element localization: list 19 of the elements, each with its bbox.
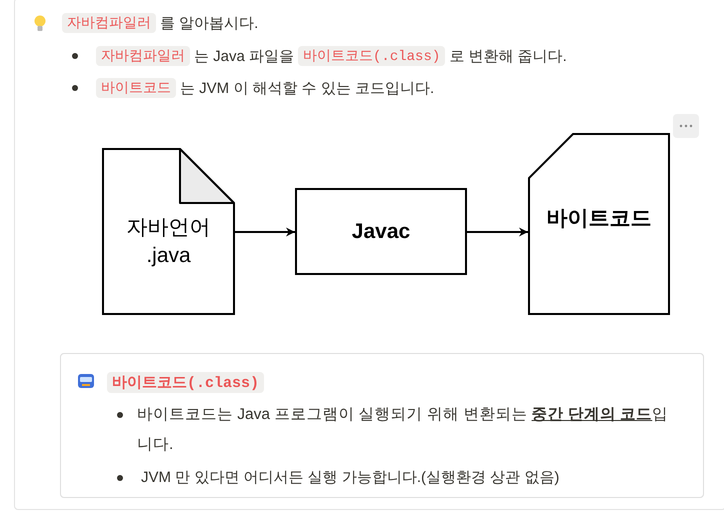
arrow: [467, 228, 528, 236]
text: 는 JVM 이 해석할 수 있는 코드입니다.: [180, 78, 434, 98]
process-box: [295, 188, 467, 275]
node-label: 자바언어 .java: [126, 215, 212, 268]
inline-code: 자바컴파일러: [62, 13, 156, 33]
text: JVM 만 있다면 어디서든 실행 가능합니다.(실행환경 상관 없음): [141, 468, 560, 487]
node-label: Javac: [352, 218, 410, 245]
text: 로 변환해 줍니다.: [449, 46, 567, 66]
text: 를 알아봅시다.: [160, 14, 258, 32]
text: 는 Java 파일을: [194, 46, 294, 66]
inline-code: 바이트코드(.class): [107, 372, 264, 393]
node-label: 바이트코드: [546, 206, 652, 232]
document-shape: [102, 148, 235, 315]
inline-code: 자바컴파일러: [96, 46, 190, 66]
document-shape: [528, 133, 670, 315]
paragraph: 바이트코드는 Java 프로그램이 실행되기 위해 변환되는 중간 단계의 코드입니다.: [137, 405, 670, 455]
inline-code: 바이트코드(.class): [298, 46, 446, 66]
inline-code: 바이트코드: [96, 78, 176, 98]
arrow: [235, 228, 295, 236]
